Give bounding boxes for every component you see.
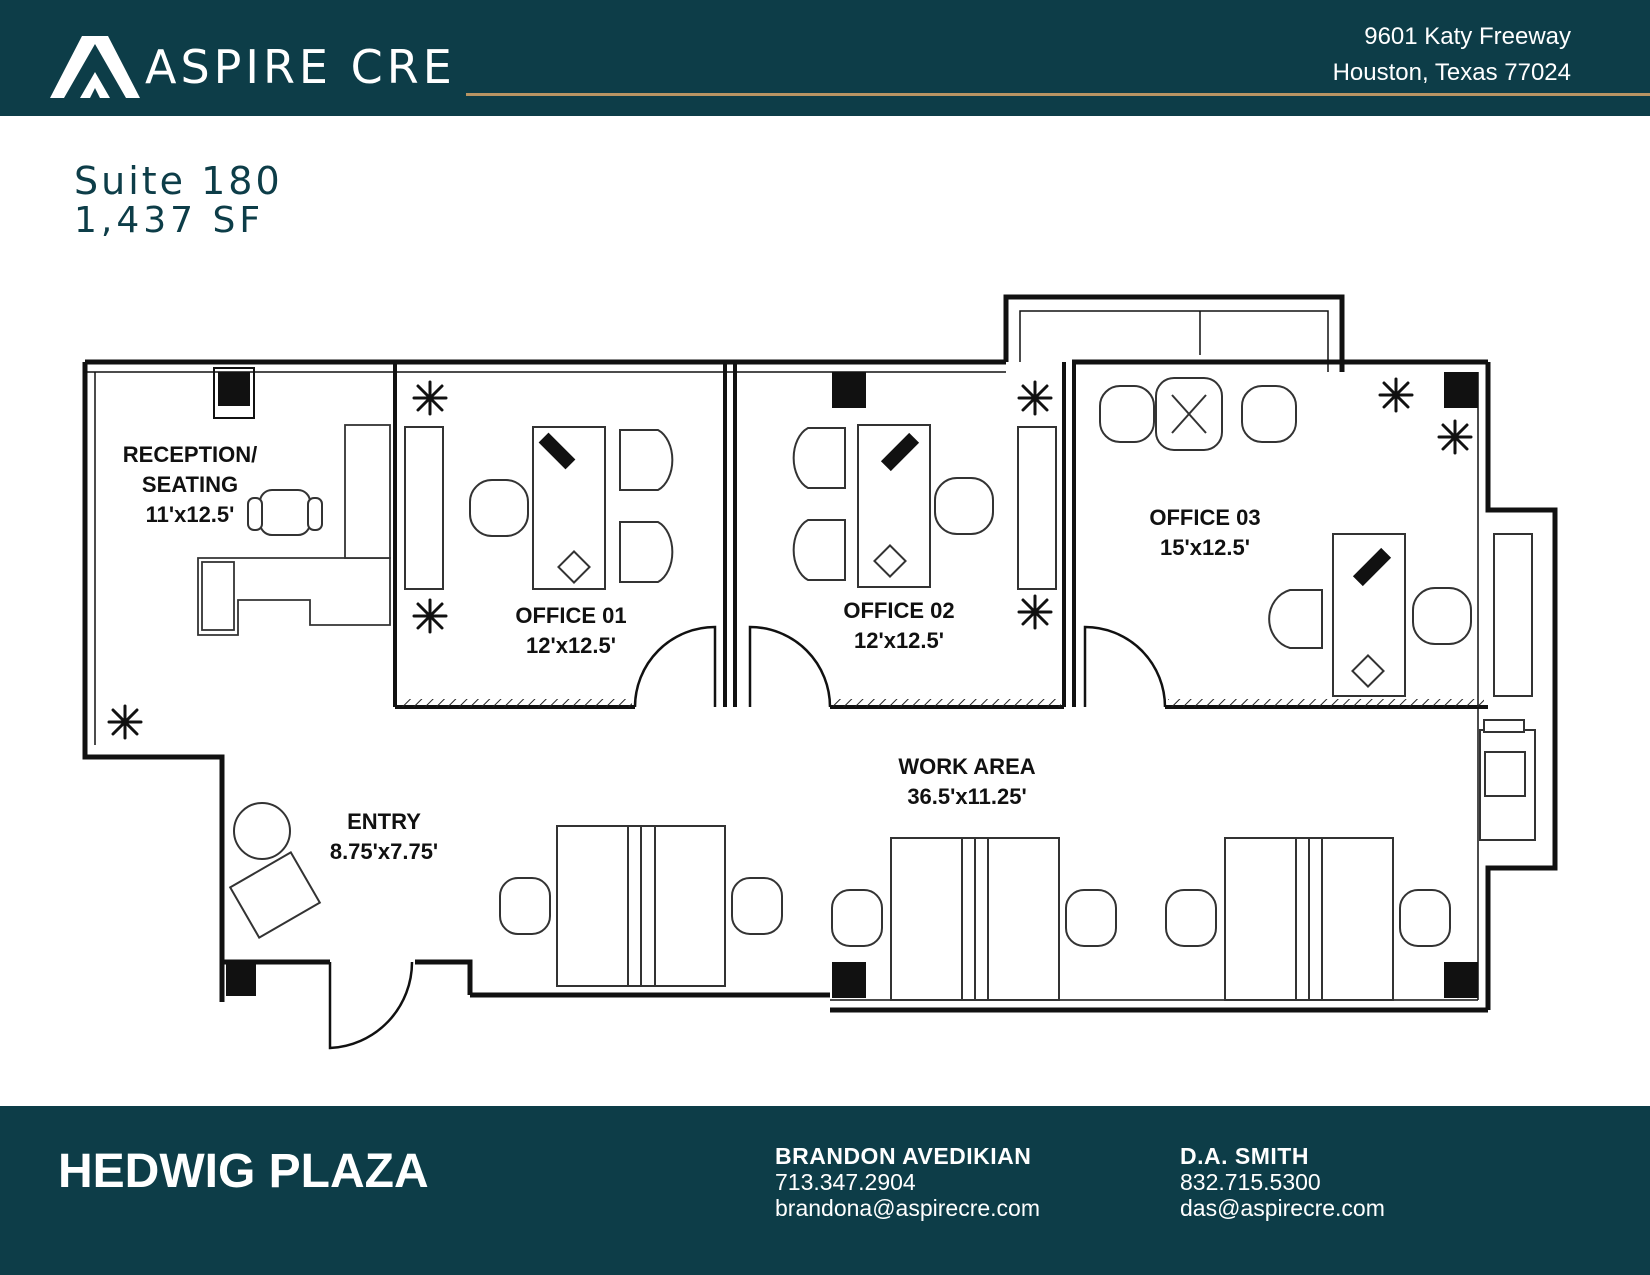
work-area-chairs <box>499 877 1451 947</box>
brand-name: ASPIRE CRE <box>145 40 456 94</box>
office02-label: OFFICE 02 <box>843 598 954 623</box>
header-bar: ASPIRE CRE 9601 Katy Freeway Houston, Te… <box>0 0 1650 116</box>
suite-number: Suite 180 <box>74 159 283 203</box>
contact-email[interactable]: brandona@aspirecre.com <box>775 1195 1040 1221</box>
suite-area: 1,437 SF <box>74 200 265 241</box>
reception-dimensions: 11'x12.5' <box>146 502 235 527</box>
work-area-label: WORK AREA <box>898 754 1035 779</box>
contact-card-1: BRANDON AVEDIKIAN 713.347.2904 brandona@… <box>775 1143 1040 1221</box>
work-area-dimensions: 36.5'x11.25' <box>907 784 1026 809</box>
contact-phone[interactable]: 832.715.5300 <box>1180 1169 1321 1195</box>
office01-label: OFFICE 01 <box>515 603 626 628</box>
reception-armchair <box>247 489 323 536</box>
plant-icons <box>107 377 1473 740</box>
reception-label-line2: SEATING <box>142 472 238 497</box>
entry-label: ENTRY <box>347 809 421 834</box>
reception-desk <box>197 424 391 636</box>
door-swings <box>328 625 1167 1050</box>
footer-bar <box>0 1106 1650 1275</box>
building-name: HEDWIG PLAZA <box>58 1145 429 1198</box>
outer-walls <box>82 294 1558 1013</box>
contact-name: D.A. SMITH <box>1180 1143 1309 1169</box>
wall-hatching <box>400 699 1484 707</box>
building-columns <box>218 372 1478 998</box>
floor-plan: RECEPTION/ SEATING 11'x12.5' OFFICE 01 1… <box>82 294 1558 1050</box>
workstation-benches <box>556 825 1394 1001</box>
office02-dimensions: 12'x12.5' <box>854 628 944 653</box>
contact-email[interactable]: das@aspirecre.com <box>1180 1195 1385 1221</box>
aspire-mountain-logo-icon <box>50 36 140 98</box>
reception-label-line1: RECEPTION/ <box>123 442 257 467</box>
address-line-2: Houston, Texas 77024 <box>1332 59 1571 86</box>
contact-phone[interactable]: 713.347.2904 <box>775 1169 916 1195</box>
office01-furniture <box>404 426 674 590</box>
address-line-1: 9601 Katy Freeway <box>1364 23 1571 50</box>
office01-dimensions: 12'x12.5' <box>526 633 616 658</box>
contact-name: BRANDON AVEDIKIAN <box>775 1143 1032 1169</box>
office03-label: OFFICE 03 <box>1149 505 1260 530</box>
kitchenette <box>1479 719 1536 841</box>
office02-furniture <box>792 424 1057 590</box>
header-rule <box>466 93 1650 96</box>
contact-card-2: D.A. SMITH 832.715.5300 das@aspirecre.co… <box>1180 1143 1385 1221</box>
office03-dimensions: 15'x12.5' <box>1160 535 1250 560</box>
entry-furniture <box>228 802 322 939</box>
entry-dimensions: 8.75'x7.75' <box>330 839 438 864</box>
